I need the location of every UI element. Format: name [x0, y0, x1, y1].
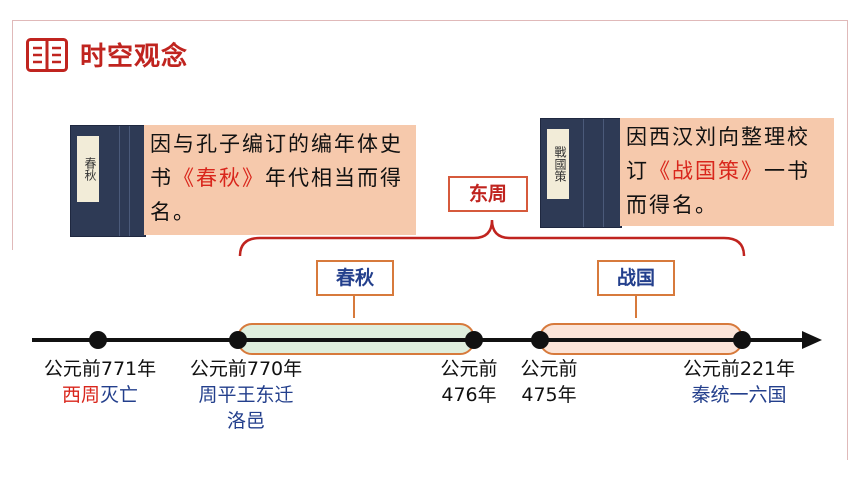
- event-771-a: 西周: [61, 384, 100, 406]
- open-book-icon: [26, 38, 68, 72]
- event-475: 公元前 475年: [504, 356, 594, 408]
- event-221: 公元前221年 秦统一六国: [664, 356, 814, 408]
- dot-476: [465, 331, 483, 349]
- event-770: 公元前770年 周平王东迁 洛邑: [176, 356, 316, 434]
- year-475-line2: 475年: [521, 384, 577, 406]
- frame-right-line: [847, 20, 848, 460]
- chunqiu-book-image: 春秋: [70, 125, 146, 237]
- event-771: 公元前771年 西周灭亡: [30, 356, 170, 408]
- dot-475: [531, 331, 549, 349]
- zhanguoce-book-label: 戰國策: [547, 129, 569, 199]
- zhanguo-note-title: 《战国策》: [649, 159, 764, 183]
- chunqiu-note: 因与孔子编订的编年体史书《春秋》年代相当而得名。: [144, 125, 416, 235]
- year-770: 公元前770年: [189, 358, 303, 380]
- page-title: 时空观念: [80, 42, 189, 72]
- dot-770: [229, 331, 247, 349]
- dot-771: [89, 331, 107, 349]
- event-221-text: 秦统一六国: [691, 384, 787, 406]
- year-476-line2: 476年: [441, 384, 497, 406]
- year-475-line1: 公元前: [520, 358, 578, 380]
- chunqiu-note-title: 《春秋》: [173, 166, 265, 190]
- zhanguo-note: 因西汉刘向整理校订《战国策》一书而得名。: [620, 118, 834, 226]
- chunqiu-note-post: 年代相当而得名。: [150, 166, 403, 224]
- year-221: 公元前221年: [682, 358, 796, 380]
- dot-221: [733, 331, 751, 349]
- zhanguo-note-pre: 因西汉刘向整理校订: [626, 125, 810, 183]
- chunqiu-book-label: 春秋: [77, 136, 99, 202]
- event-770-line1: 周平王东迁: [198, 384, 294, 406]
- frame-left-line: [12, 20, 13, 250]
- chunqiu-note-pre: 因与孔子编订的编年体史书: [150, 132, 403, 190]
- zhanguo-label: 战国: [597, 260, 675, 296]
- zhanguo-note-post: 一书而得名。: [626, 159, 810, 217]
- event-476: 公元前 476年: [424, 356, 514, 408]
- event-771-b: 灭亡: [100, 384, 139, 406]
- dongzhou-label: 东周: [448, 176, 528, 212]
- chunqiu-label: 春秋: [316, 260, 394, 296]
- event-770-line2: 洛邑: [226, 410, 265, 432]
- frame-top-line: [12, 20, 848, 21]
- year-771: 公元前771年: [43, 358, 157, 380]
- year-476-line1: 公元前: [440, 358, 498, 380]
- timeline-arrow: [802, 331, 822, 349]
- dongzhou-brace: [238, 219, 746, 257]
